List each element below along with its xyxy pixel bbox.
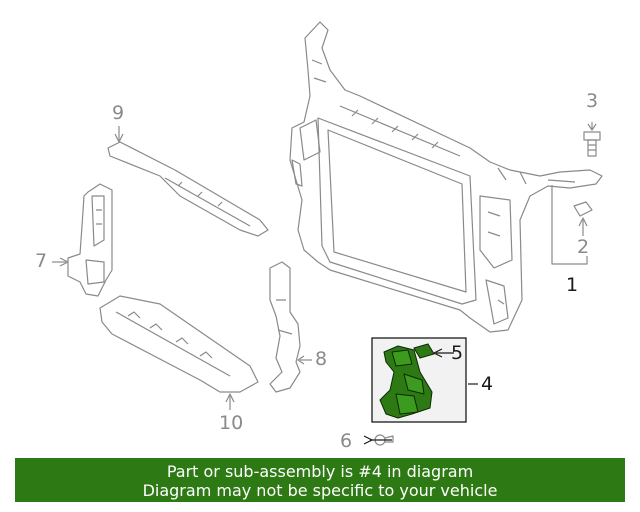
callout-2: 2: [577, 236, 590, 258]
callout-4: 4: [481, 373, 494, 395]
callout-8: 8: [315, 348, 328, 370]
part-5-clip: [413, 343, 435, 359]
part-8-right-air-guide: [269, 261, 301, 393]
part-4-assembly: [379, 345, 433, 419]
callout-6: 6: [340, 430, 353, 452]
arrowhead-5: [432, 348, 443, 358]
part-9-upper-tie-bar: [107, 141, 269, 237]
banner-line-2: Diagram may not be specific to your vehi…: [142, 481, 498, 500]
callout-10: 10: [219, 412, 244, 434]
part-10-lower-deflector: [99, 295, 259, 393]
banner-line-1: Part or sub-assembly is #4 in diagram: [166, 462, 474, 481]
callout-3: 3: [586, 90, 599, 112]
callout-1: 1: [566, 274, 579, 296]
callout-9: 9: [112, 102, 125, 124]
info-banner: Part or sub-assembly is #4 in diagram Di…: [15, 458, 625, 502]
leader-lines: [52, 122, 597, 410]
part-7-left-air-guide: [67, 183, 113, 297]
callout-5: 5: [451, 342, 464, 364]
part-2-clip: [573, 201, 593, 217]
part-4-highlight-box: [363, 337, 478, 445]
arrowhead-6: [363, 435, 374, 445]
part-3-bolt: [583, 131, 601, 157]
callout-7: 7: [35, 250, 48, 272]
radiator-support-carrier: [289, 21, 603, 333]
